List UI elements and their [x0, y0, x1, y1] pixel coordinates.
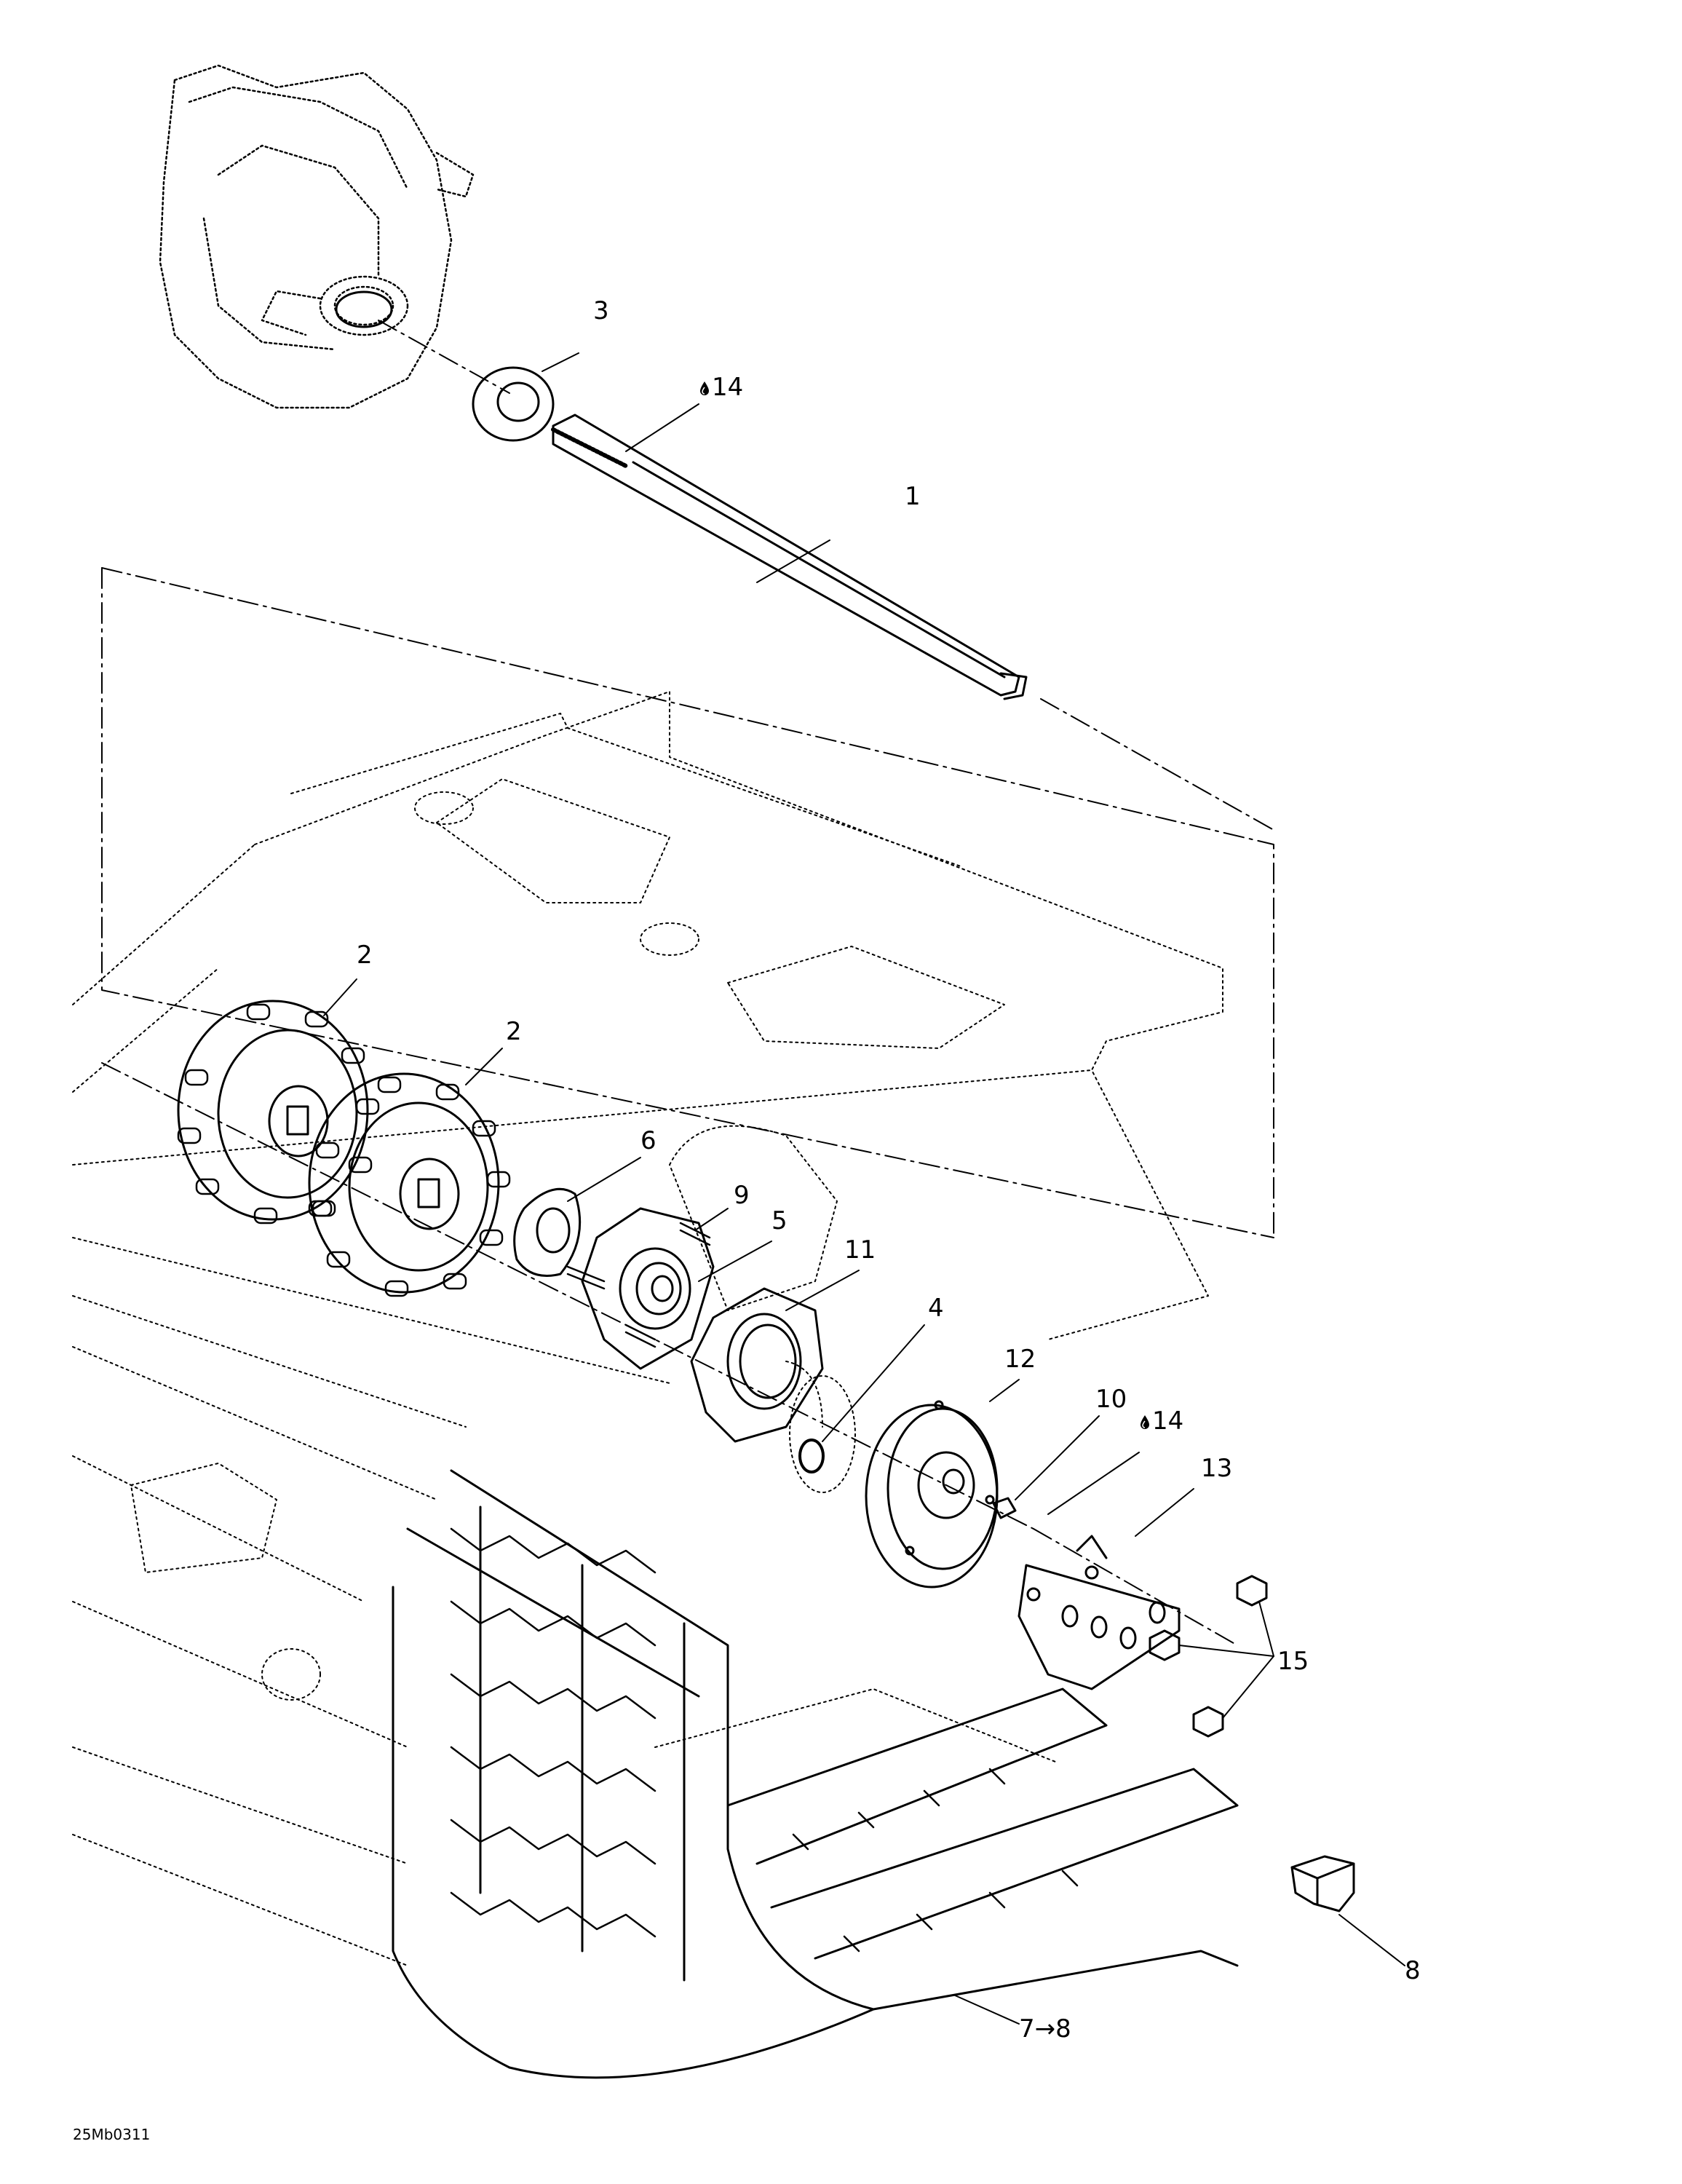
tunnel-chassis — [72, 691, 1223, 1966]
chaincase-housing — [159, 64, 475, 409]
callout-6: 6 — [640, 1126, 656, 1155]
callout-2-right: 2 — [506, 1017, 522, 1046]
o-ring — [798, 1439, 825, 1473]
callout-9: 9 — [734, 1181, 750, 1210]
track-clip — [1290, 1855, 1355, 1912]
oil-drop-icon — [700, 381, 709, 395]
flange-studs — [566, 1222, 711, 1348]
seal-housing — [690, 1287, 824, 1443]
callout-10: 10 — [1095, 1385, 1127, 1414]
callout-7-to-8: 7→8 — [1019, 2014, 1071, 2043]
leader-lines — [323, 352, 1405, 2025]
mounting-bracket — [1017, 1535, 1181, 1690]
callout-11: 11 — [844, 1235, 876, 1265]
callout-14-top-label: 14 — [712, 373, 744, 402]
callout-2-left: 2 — [357, 941, 373, 970]
callout-14-bottom: 14 — [1139, 1409, 1183, 1433]
callout-3: 3 — [593, 296, 609, 325]
mounting-cutout — [789, 1375, 856, 1493]
callout-4: 4 — [928, 1294, 944, 1323]
callout-13: 13 — [1201, 1454, 1233, 1483]
drive-sprocket-right — [308, 1072, 511, 1297]
hex-nuts — [1149, 1575, 1268, 1738]
bearing-flange — [581, 1207, 715, 1370]
callout-15: 15 — [1277, 1647, 1309, 1676]
assembly-axis — [101, 320, 1274, 1646]
callout-14-top: 14 — [699, 375, 743, 400]
projection-frame — [101, 567, 1274, 1238]
drive-sprocket-left — [177, 1000, 380, 1224]
bearing-cover — [865, 1400, 999, 1588]
callout-5: 5 — [771, 1206, 788, 1235]
drawing-reference: 25Mb0311 — [73, 2126, 151, 2143]
callout-8: 8 — [1405, 1956, 1421, 1985]
adjuster-screw — [992, 1497, 1017, 1519]
callout-14-bottom-label: 14 — [1152, 1406, 1184, 1436]
callout-1: 1 — [905, 482, 921, 511]
oil-drop-icon — [1140, 1415, 1149, 1429]
drive-axle — [551, 414, 1028, 700]
callout-12: 12 — [1004, 1345, 1036, 1374]
spacer — [513, 1187, 582, 1277]
track — [392, 1469, 1239, 2079]
housing-bore — [335, 290, 393, 328]
washer — [472, 366, 555, 442]
